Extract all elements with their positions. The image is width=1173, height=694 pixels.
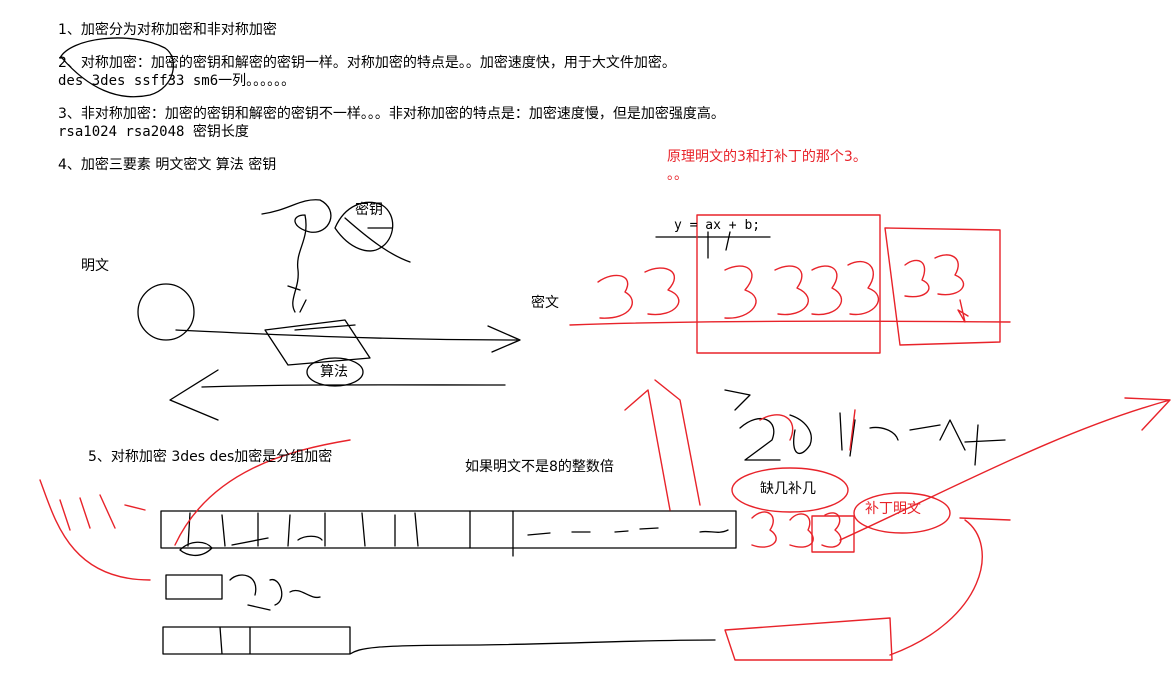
red-mark-1	[624, 389, 671, 511]
red-three-8	[934, 254, 965, 296]
red-three-6	[847, 260, 880, 316]
red-curve-right	[889, 517, 1011, 656]
red-scribble	[957, 299, 969, 323]
block-doodle	[179, 535, 323, 557]
red-note-2: 。。	[667, 167, 688, 183]
ciphertext-label: 密文	[531, 295, 559, 311]
note-line-2: 2、对称加密：加密的密钥和解密的密钥一样。对称加密的特点是。。加密速度快，用于大…	[58, 55, 676, 71]
pad-plaintext-label: 补丁明文	[865, 501, 921, 517]
key-squiggle	[261, 199, 332, 313]
key-leaf	[334, 201, 411, 263]
encrypt-arrow	[175, 325, 521, 353]
red-arc-2	[39, 479, 151, 581]
red-three-7	[904, 259, 930, 298]
lower-bar	[162, 626, 716, 655]
plaintext-label: 明文	[81, 258, 109, 274]
red-three-5	[811, 265, 843, 316]
decrypt-arrow	[169, 369, 506, 421]
red-scribble-left	[59, 494, 146, 531]
pad-missing-ellipse	[731, 467, 849, 513]
note-line-3b: rsa1024 rsa2048 密钥长度	[58, 124, 249, 140]
red-note: 原理明文的3和打补丁的那个3。	[667, 149, 867, 165]
red-ballot	[759, 409, 856, 451]
note-line-3: 3、非对称加密：加密的密钥和解密的密钥不一样。。。非对称加密的特点是：加密速度慢…	[58, 106, 725, 122]
red-underline	[569, 320, 1011, 326]
pad-plaintext-ellipse	[853, 492, 951, 534]
note-line-2b: des 3des ssff33 sm6一列。。。。。。	[58, 73, 296, 89]
note-line-1: 1、加密分为对称加密和非对称加密	[58, 22, 277, 38]
block-bar	[160, 510, 737, 549]
red-three-4	[774, 265, 809, 316]
red-three-1	[597, 274, 633, 319]
red-box	[696, 214, 881, 354]
block-small	[165, 574, 223, 600]
block-small-marks	[229, 574, 321, 611]
red-diagonal-arrow	[839, 397, 1171, 541]
note-line-4: 4、加密三要素 明文密文 算法 密钥	[58, 157, 277, 173]
formula-label: y = ax + b;	[674, 218, 761, 233]
red-arc-1	[174, 439, 351, 546]
red-bottom-shape	[724, 617, 893, 661]
formula-underline	[655, 231, 771, 259]
not-multiple-label: 如果明文不是8的整数倍	[465, 459, 614, 475]
numbers-doodle	[724, 389, 1006, 466]
algorithm-label: 算法	[320, 364, 348, 380]
pad-missing-label: 缺几补几	[760, 481, 816, 497]
key-label: 密钥	[355, 202, 383, 218]
red-eights	[751, 511, 842, 548]
block-dashes	[527, 527, 729, 536]
algorithm-ellipse	[306, 357, 364, 387]
red-three-2	[644, 267, 680, 316]
plaintext-circle	[137, 283, 195, 341]
red-box-right	[884, 227, 1001, 346]
note-line-5: 5、对称加密 3des des加密是分组加密	[88, 449, 333, 465]
red-three-3	[724, 265, 757, 319]
annotation-circle	[59, 37, 174, 98]
block-dividers	[187, 510, 514, 557]
red-mark-2	[654, 379, 701, 506]
algorithm-shape	[264, 319, 371, 366]
